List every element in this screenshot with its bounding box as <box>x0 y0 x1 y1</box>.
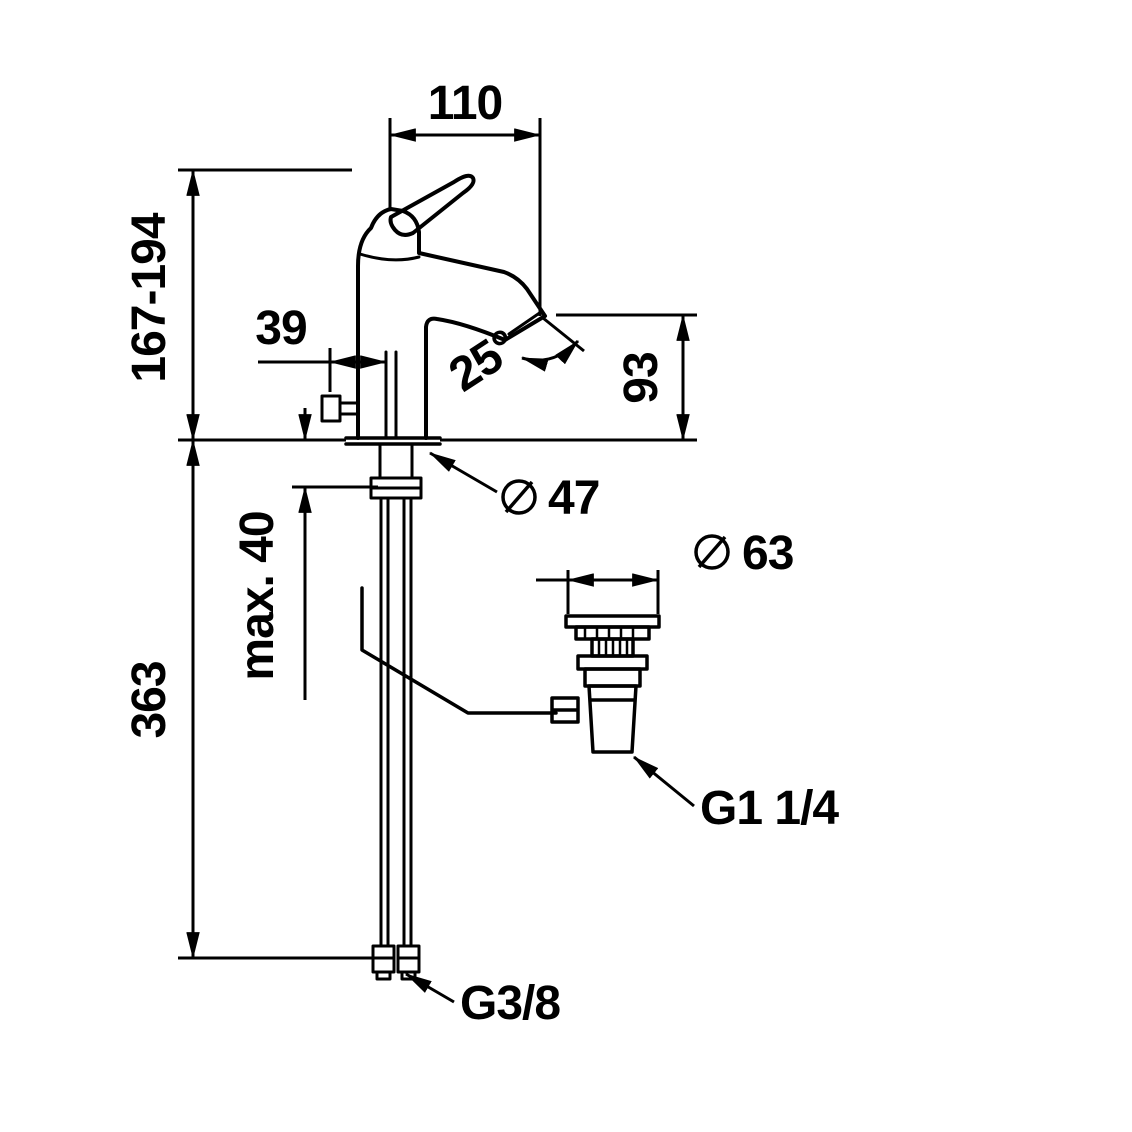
label-height-range: 167-194 <box>123 212 176 382</box>
label-drain-connection: G1 1/4 <box>700 782 839 835</box>
angle-reference-line <box>542 316 585 353</box>
label-hose-length: 363 <box>123 661 176 738</box>
label-handle-offset: 39 <box>255 302 306 355</box>
diameter-symbol-63 <box>694 534 730 570</box>
hose-connectors <box>371 944 421 981</box>
dimensions <box>178 118 697 1004</box>
label-spout-reach: 110 <box>428 77 502 130</box>
spout-outlet-line <box>507 310 543 336</box>
cartridge-lines <box>384 350 398 439</box>
faucet-neck-line <box>358 252 421 262</box>
popup-rod <box>360 586 558 715</box>
supply-hoses <box>379 496 413 948</box>
angle-arc <box>520 339 580 372</box>
leader-line-47 <box>429 451 498 494</box>
label-outlet-height: 93 <box>615 352 668 403</box>
drain-assembly <box>550 614 661 754</box>
label-supply-connection: G3/8 <box>460 977 560 1030</box>
diameter-symbol-47 <box>501 479 537 515</box>
label-body-diameter: 47 <box>548 472 599 525</box>
drain-body <box>587 684 638 754</box>
mounting-shank <box>378 442 414 480</box>
faucet-silhouette <box>356 207 547 440</box>
label-drain-diameter: 63 <box>742 527 793 580</box>
base-flange <box>344 436 442 446</box>
label-max-thickness: max. 40 <box>231 511 284 680</box>
faucet-handle <box>388 173 476 237</box>
leader-line-g38 <box>405 972 455 1004</box>
faucet-body <box>320 173 558 981</box>
labels: 110 167-194 39 25° 93 47 63 max. 40 363 … <box>123 77 840 1030</box>
leader-line-g114 <box>633 755 695 808</box>
diameter-symbols <box>501 479 730 570</box>
popup-rod-knob <box>320 394 360 423</box>
mounting-nut <box>369 476 423 500</box>
